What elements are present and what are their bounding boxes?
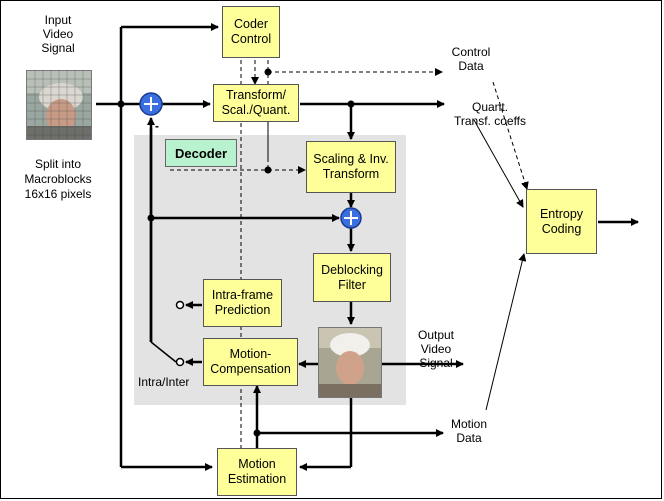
switch-contact-inter	[177, 359, 184, 366]
control-data-to-entropy	[493, 82, 527, 189]
coder-control-block: Coder Control	[222, 6, 280, 58]
junction-ctrl-scaling	[265, 167, 272, 174]
motion-estimation-block: Motion Estimation	[217, 448, 297, 496]
decoded-picture-image	[319, 328, 381, 397]
output-video-signal-label: Output Video Signal	[409, 328, 463, 370]
junction-transform	[348, 101, 355, 108]
intra-inter-switch-lever	[151, 342, 176, 362]
deblocking-filter-block: Deblocking Filter	[313, 253, 391, 302]
control-data-label: Control Data	[441, 45, 501, 73]
motion-compensation-block: Motion- Compensation	[203, 338, 298, 386]
motion-data-label: Motion Data	[442, 417, 496, 445]
coeffs-to-entropy	[474, 120, 523, 207]
junction-feedback	[148, 215, 155, 222]
junction-motion-data	[254, 430, 261, 437]
split-macroblocks-label: Split into Macroblocks 16x16 pixels	[10, 157, 106, 202]
input-video-thumbnail	[26, 70, 92, 140]
decoder-label: Decoder	[165, 139, 237, 167]
entropy-coding-block: Entropy Coding	[526, 189, 597, 254]
switch-contact-intra	[177, 302, 184, 309]
input-video-signal-label: Input Video Signal	[22, 13, 94, 55]
transform-quant-block: Transform/ Scal./Quant.	[213, 84, 299, 122]
junction-input	[118, 101, 125, 108]
intra-inter-label: Intra/Inter	[138, 375, 189, 389]
junction-ctrl	[265, 69, 272, 76]
input-video-image	[27, 71, 91, 139]
intra-frame-prediction-block: Intra-frame Prediction	[203, 279, 282, 327]
motion-data-to-entropy	[486, 254, 524, 410]
scaling-inv-transform-block: Scaling & Inv. Transform	[306, 141, 396, 193]
decoded-picture-thumbnail	[318, 327, 382, 398]
minus-sign-label: -	[155, 119, 159, 133]
quant-transf-coeffs-label: Quant. Transf. coeffs	[448, 100, 532, 128]
